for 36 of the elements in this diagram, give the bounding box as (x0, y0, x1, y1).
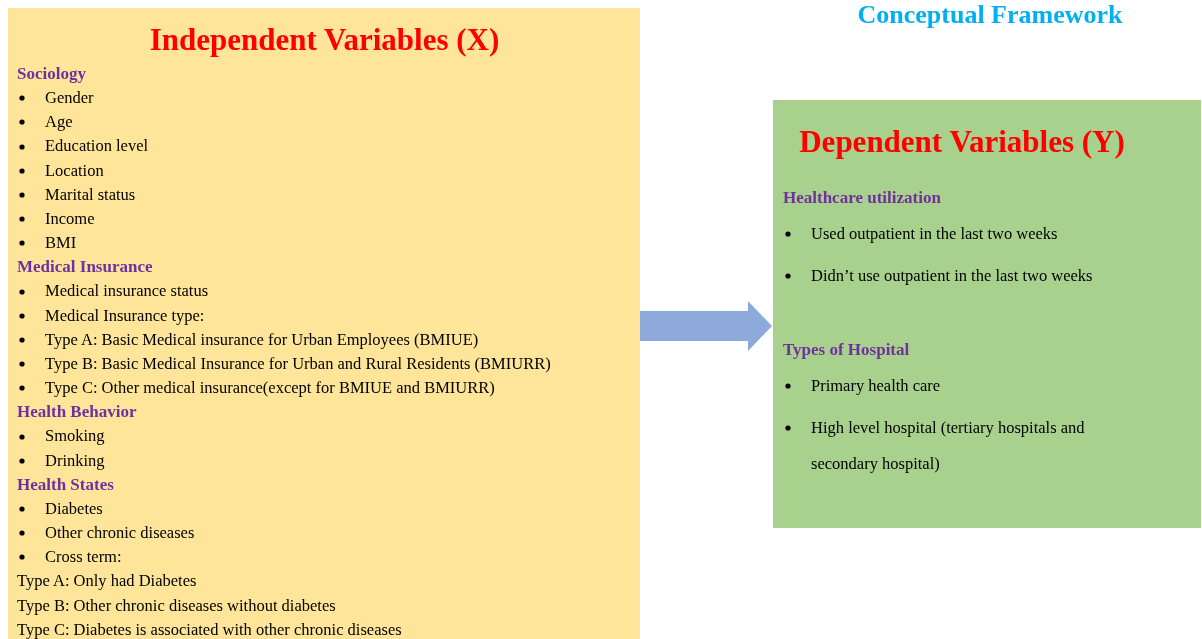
block-arrow (640, 301, 772, 351)
list-item: Age (45, 112, 73, 132)
list-item: BMI (45, 233, 77, 253)
list-item: Diabetes (45, 498, 103, 518)
list-item: Type A: Basic Medical insurance for Urban Employees (BMIUE) (45, 329, 479, 349)
list-item: Marital status (45, 184, 136, 204)
list-item: Medical Insurance type: (45, 305, 205, 325)
list-item: Drinking (45, 450, 105, 470)
list-item: Other chronic diseases (45, 523, 195, 543)
variables-panel (8, 8, 640, 639)
list-item: Type C: Other medical insurance(except for BMIUE and BMIURR) (45, 378, 495, 398)
section-heading: Healthcare utilization (783, 188, 941, 207)
list-item: Smoking (45, 426, 105, 446)
list-item: Cross term: (45, 547, 122, 567)
section-heading: Medical Insurance (17, 257, 153, 277)
diagram-title: Conceptual Framework (856, 0, 1124, 30)
list-item: Used outpatient in the last two weeks (811, 224, 1058, 243)
list-item: Medical insurance status (45, 281, 209, 301)
variables-panel (773, 100, 1201, 528)
note-text: Type C: Diabetes is associated with other chronic diseases (17, 619, 402, 639)
note-text: Type B: Other chronic diseases without diabetes (17, 595, 336, 615)
list-item: Location (45, 160, 104, 180)
section-heading: Sociology (17, 64, 86, 83)
list-item: Education level (45, 136, 149, 156)
list-item: Gender (45, 88, 94, 107)
section-heading: Health Behavior (17, 402, 137, 422)
list-item: Income (45, 209, 95, 228)
box-heading: Dependent Variables (Y) (799, 124, 1125, 159)
section-heading: Health States (17, 474, 114, 494)
list-item: Primary health care (811, 376, 941, 395)
list-item: Didn’t use outpatient in the last two weeks (811, 266, 1093, 285)
box-heading: Independent Variables (X) (149, 22, 500, 57)
section-heading: Types of Hospital (783, 340, 910, 359)
list-item: High level hospital (tertiary hospitals and secondary hospital) (811, 418, 1085, 473)
list-item: Type B: Basic Medical Insurance for Urban and Rural Residents (BMIURR) (45, 354, 551, 374)
note-text: Type A: Only had Diabetes (17, 571, 197, 591)
